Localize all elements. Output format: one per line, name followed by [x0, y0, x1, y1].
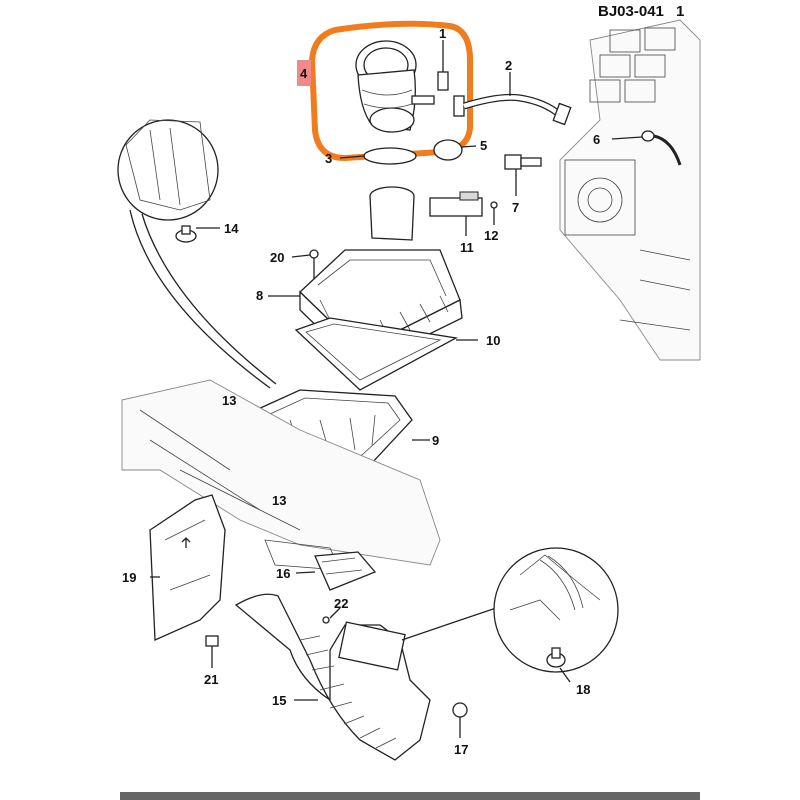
breather-hose-part-2: [453, 72, 572, 126]
callout-14: 14: [224, 221, 239, 236]
clamp-part-3: [339, 147, 417, 165]
callout-3: 3: [325, 151, 332, 166]
bracket-part-19: [149, 494, 226, 641]
clamp-part-5: [433, 139, 477, 161]
sensor-part-7: [504, 154, 542, 196]
callout-7: 7: [512, 200, 519, 215]
engine-block-background: [559, 19, 701, 361]
detail-circle-left: [117, 119, 277, 389]
callout-21: 21: [204, 672, 218, 687]
sheet-page: 1: [676, 3, 684, 20]
callout-19: 19: [122, 570, 136, 585]
clip-part-22: [322, 607, 341, 624]
callout-22: 22: [334, 596, 348, 611]
callout-16: 16: [276, 566, 290, 581]
inlet-part-16: [295, 551, 377, 591]
callout-13-a: 13: [222, 393, 236, 408]
screw-part-12: [490, 201, 498, 225]
callout-20: 20: [270, 250, 284, 265]
maf-sensor-part-11: [429, 191, 483, 236]
detail-circle-right: [493, 547, 619, 683]
hose-part-6: [611, 130, 682, 166]
sheet-code: BJ03-041: [598, 3, 664, 20]
callout-1: 1: [439, 26, 446, 41]
callout-13-b: 13: [272, 493, 286, 508]
callout-12: 12: [484, 228, 498, 243]
nut-part-21: [205, 635, 219, 668]
marker-square: [297, 60, 311, 86]
screw-part-20: [291, 249, 319, 282]
callout-18: 18: [576, 682, 590, 697]
callout-9: 9: [432, 433, 439, 448]
callout-4: 4: [300, 66, 308, 81]
highlight-ring: [308, 20, 473, 162]
callout-6: 6: [593, 132, 600, 147]
callout-10: 10: [486, 333, 500, 348]
callout-8: 8: [256, 288, 263, 303]
callout-labels: 1 2 3 4 5 6 7 8 9 10 11 12 13 13 14 15 1…: [122, 26, 600, 757]
housing-outlet: [369, 186, 415, 241]
filter-element-part-10: [294, 317, 478, 391]
callout-11: 11: [460, 240, 474, 255]
callout-2: 2: [505, 58, 512, 73]
sensor-part-1: [437, 40, 449, 91]
callout-17: 17: [454, 742, 468, 757]
callout-15: 15: [272, 693, 286, 708]
callout-5: 5: [480, 138, 487, 153]
bottom-bar: [120, 792, 700, 800]
duct-part-15: [234, 593, 521, 761]
plug-part-17: [452, 702, 468, 738]
intake-hose-part-4: [355, 40, 435, 133]
